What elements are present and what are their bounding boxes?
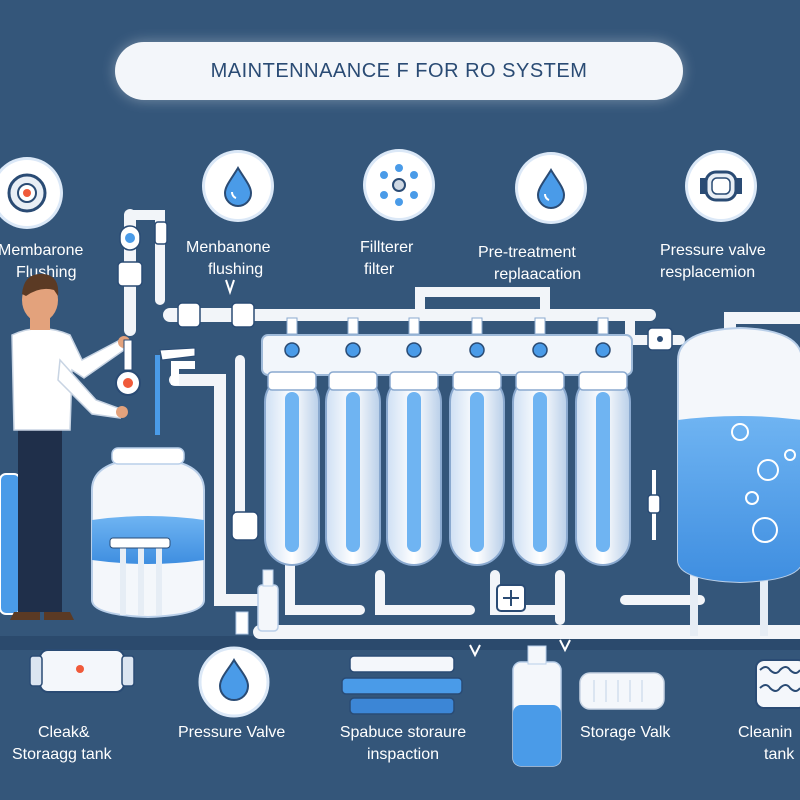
badge-menbanone-flushing xyxy=(205,153,271,219)
connector-icon xyxy=(29,649,135,693)
label-pressure-valve-bottom: Pressure Valve xyxy=(178,724,286,741)
pressure-gauge xyxy=(496,584,526,612)
badge-fillterer-filter xyxy=(366,152,432,218)
label-cleak-storage-tank: Cleak& Storaagg tank xyxy=(12,724,112,763)
badge-membrane-flushing xyxy=(0,160,60,226)
water-drop-icon xyxy=(198,646,270,718)
cleaning-bottle xyxy=(235,569,279,635)
technician xyxy=(10,273,130,620)
water-drop-icon xyxy=(536,168,566,209)
target-icon xyxy=(7,173,47,213)
bottle-icon xyxy=(512,645,562,767)
label-pre-treatment: Pre-treatment replaacation xyxy=(478,244,582,283)
filter-housings xyxy=(261,317,633,566)
filter-cartridge-icon xyxy=(579,672,665,710)
cartridge-stack-icon xyxy=(341,655,463,715)
fitting-dot xyxy=(657,336,663,342)
level-indicator xyxy=(647,470,661,540)
label-spabuce-storaure: Spabuce storaure inspaction xyxy=(339,724,467,763)
left-cartridge xyxy=(0,473,21,615)
title-banner: MAINTENNAANCE F FOR RO SYSTEM xyxy=(115,42,683,100)
page-title: MAINTENNAANCE F FOR RO SYSTEM xyxy=(210,59,588,82)
faucet xyxy=(155,347,196,435)
badge-pressure-valve xyxy=(688,153,754,219)
handheld-meter xyxy=(115,339,141,396)
storage-tank-large xyxy=(677,326,800,636)
label-cleanin-tank: Cleanin tank xyxy=(738,724,795,763)
storage-tank-small xyxy=(91,447,205,619)
badge-pre-treatment xyxy=(518,155,584,221)
filter-media-icon xyxy=(380,164,418,206)
valve-indicator xyxy=(125,233,135,243)
water-drop-icon xyxy=(223,166,253,207)
pressure-valve-icon xyxy=(700,170,742,202)
label-storage-valk: Storage Valk xyxy=(580,724,671,741)
pipe-fittings xyxy=(117,221,673,541)
label-pressure-valve: Pressure valve resplacemion xyxy=(660,242,766,281)
floor-line xyxy=(0,636,800,650)
spring-cartridge-icon xyxy=(755,659,800,709)
arrow-markers xyxy=(225,279,571,658)
label-fillterer-filter: Fillterer filter xyxy=(360,239,414,278)
label-menbanone-flushing: Menbanone flushing xyxy=(186,239,271,278)
